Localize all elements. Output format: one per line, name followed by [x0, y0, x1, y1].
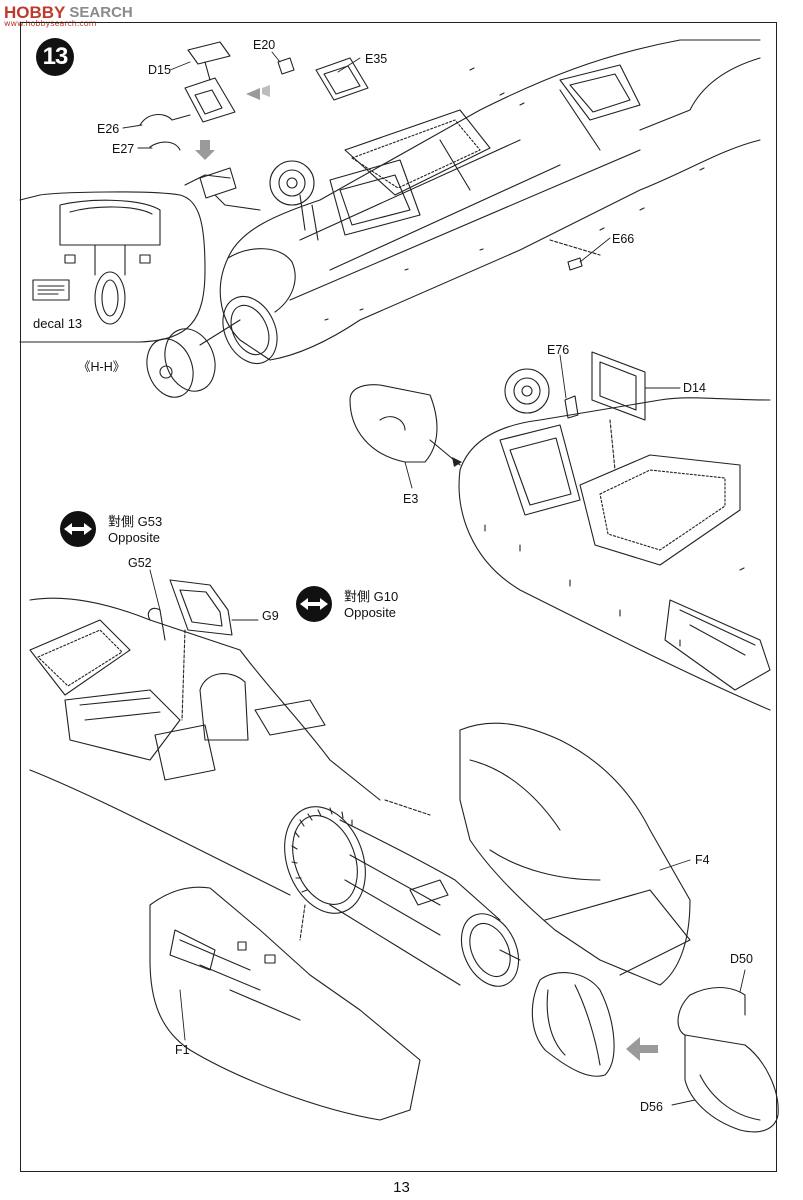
- watermark-search: SEARCH: [69, 4, 133, 21]
- double-arrow-icon: [64, 523, 92, 535]
- opposite-note-g53: 對側 G53 Opposite: [108, 514, 162, 546]
- decal-inset: [19, 174, 231, 343]
- part-label-f4: F4: [695, 853, 710, 867]
- part-label-d50: D50: [730, 952, 753, 966]
- part-label-f1: F1: [175, 1043, 190, 1057]
- watermark-brand: HOBBY: [4, 3, 66, 22]
- part-label-g9: G9: [262, 609, 279, 623]
- part-label-d15: D15: [148, 63, 171, 77]
- opposite-note-g10-sub: Opposite: [344, 605, 397, 620]
- part-label-e35: E35: [365, 52, 388, 66]
- forward-fuselage-top: [219, 39, 761, 364]
- part-label-e26: E26: [97, 122, 120, 136]
- double-arrow-icon: [300, 598, 328, 610]
- view-label-hh: 《H-H》: [78, 360, 126, 374]
- page-number: 13: [393, 1179, 410, 1196]
- decal-label: decal 13: [33, 316, 83, 331]
- part-label-d56: D56: [640, 1100, 663, 1114]
- part-label-e66: E66: [612, 232, 635, 246]
- step-number-badge: 13: [36, 38, 74, 76]
- part-label-e3: E3: [403, 492, 419, 506]
- nose-section: [349, 351, 771, 711]
- upper-small-parts: [139, 41, 369, 211]
- watermark-logo: HOBBY SEARCH: [4, 4, 133, 28]
- opposite-note-g53-sub: Opposite: [108, 530, 161, 545]
- rear-fuselage: [29, 579, 779, 1133]
- leader-lines: [122, 51, 746, 1106]
- part-label-e20: E20: [253, 38, 276, 52]
- part-label-e76: E76: [547, 343, 570, 357]
- part-label-e27: E27: [112, 142, 135, 156]
- opposite-note-g10-label: 對側 G10: [344, 589, 399, 604]
- watermark-url: www.hobbysearch.com: [4, 19, 97, 28]
- opposite-note-g53-label: 對側 G53: [108, 514, 163, 529]
- opposite-note-g10: 對側 G10 Opposite: [344, 589, 398, 621]
- page-frame: [20, 22, 777, 1172]
- hh-view-part: [146, 319, 241, 398]
- part-label-d14: D14: [683, 381, 706, 395]
- part-label-g52: G52: [128, 556, 152, 570]
